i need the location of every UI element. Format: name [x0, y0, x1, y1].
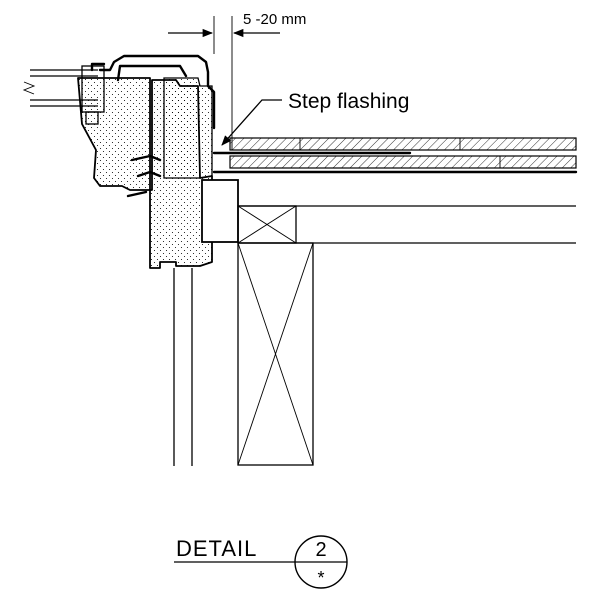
mounting-block [201, 179, 239, 243]
detail-number: 2 [315, 539, 326, 561]
dimension-label: 5 -20 mm [243, 11, 306, 28]
post-section [237, 242, 314, 466]
timber-framing [173, 205, 576, 466]
detail-title-block: DETAIL 2 * [174, 535, 348, 589]
seal-fins [126, 154, 162, 198]
frame-body-inner [163, 77, 213, 179]
roof-layer-bottom [229, 155, 577, 169]
callout-label: Step flashing [288, 90, 409, 113]
detail-sheet-ref: * [317, 568, 324, 588]
dimension-gap: 5 -20 mm [168, 11, 306, 150]
roof-layers [212, 137, 578, 174]
roof-layer-top [229, 137, 577, 151]
cladding-cap [98, 54, 216, 130]
step-flashing-callout: Step flashing [221, 90, 409, 146]
window-frame [22, 54, 239, 269]
detail-title: DETAIL [176, 536, 257, 561]
